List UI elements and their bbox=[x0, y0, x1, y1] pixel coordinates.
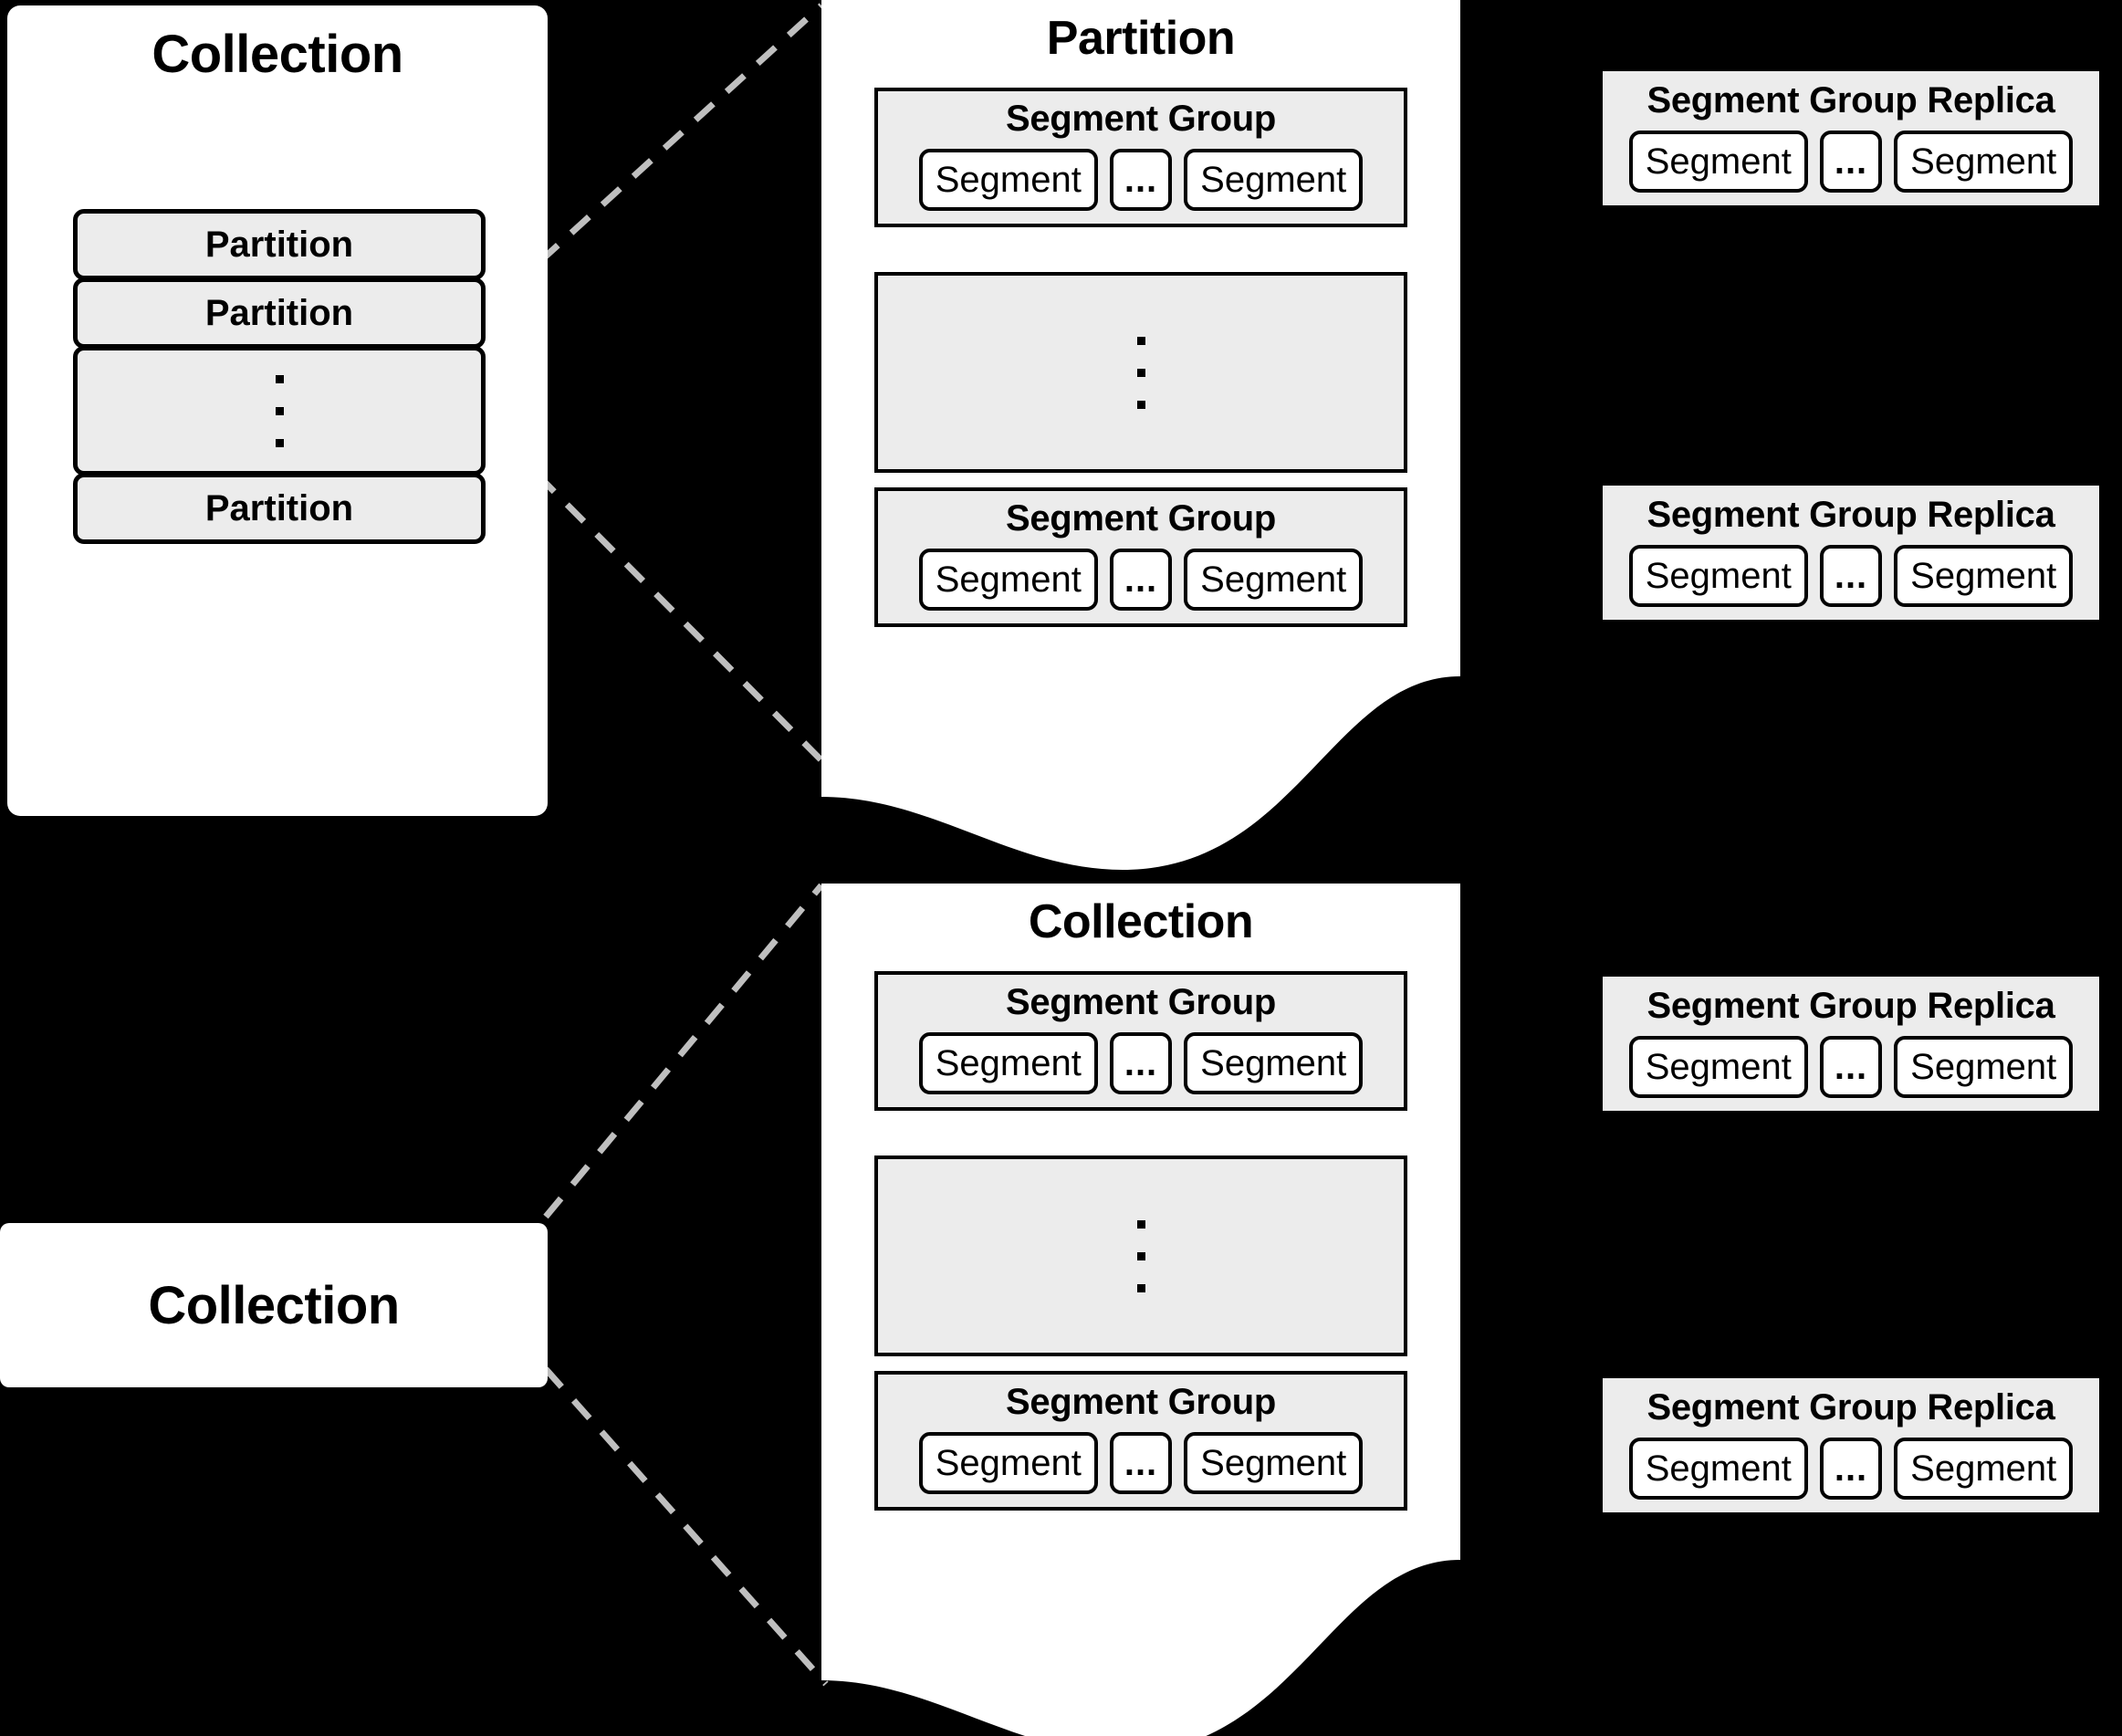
torn-edge-wave bbox=[821, 1543, 1460, 1736]
segment-box[interactable]: Segment bbox=[1184, 549, 1364, 611]
segment-group-replica-title: Segment Group Replica bbox=[1646, 495, 2055, 535]
segment-group-title: Segment Group bbox=[1005, 982, 1277, 1022]
segment-group: Segment Group Segment ... Segment bbox=[874, 971, 1407, 1111]
segment-group: Segment Group Segment ... Segment bbox=[874, 88, 1407, 227]
partition-item[interactable]: Partition bbox=[73, 277, 486, 349]
segment-group-replica-title: Segment Group Replica bbox=[1646, 1387, 2055, 1427]
segment-group-title: Segment Group bbox=[1005, 1382, 1277, 1422]
segment-ellipsis-box: ... bbox=[1819, 545, 1883, 607]
partition-item[interactable]: Partition bbox=[73, 209, 486, 280]
segment-box[interactable]: Segment bbox=[918, 1032, 1098, 1094]
partition-stack: Partition Partition Partition bbox=[73, 209, 486, 544]
partition-detail-panel: Partition Segment Group Segment ... Segm… bbox=[821, 0, 1460, 870]
segment-box[interactable]: Segment bbox=[1184, 1032, 1364, 1094]
segment-group: Segment Group Segment ... Segment bbox=[874, 487, 1407, 627]
segment-box[interactable]: Segment bbox=[1184, 1432, 1364, 1494]
collection-detail-panel: Collection Segment Group Segment ... Seg… bbox=[821, 884, 1460, 1736]
segment-box[interactable]: Segment bbox=[918, 549, 1098, 611]
connector-collection-top bbox=[543, 883, 824, 1219]
partition-item[interactable]: Partition bbox=[73, 473, 486, 544]
segment-group-replica: Segment Group Replica Segment ... Segmen… bbox=[1603, 486, 2099, 620]
segment-row: Segment ... Segment bbox=[878, 1023, 1404, 1107]
segment-row: Segment ... Segment bbox=[1603, 1027, 2099, 1111]
segment-row: Segment ... Segment bbox=[1603, 1428, 2099, 1512]
vertical-ellipsis-icon bbox=[275, 374, 284, 447]
segment-ellipsis-box: ... bbox=[1819, 1438, 1883, 1500]
collection-detail-title: Collection bbox=[1028, 895, 1254, 948]
collection-bottom-title: Collection bbox=[148, 1275, 400, 1335]
segment-ellipsis-box: ... bbox=[1109, 1432, 1173, 1494]
collection-panel-bottom: Collection bbox=[0, 1223, 548, 1387]
torn-edge-wave bbox=[821, 660, 1460, 870]
segment-box[interactable]: Segment bbox=[918, 149, 1098, 211]
segment-box[interactable]: Segment bbox=[1894, 1438, 2074, 1500]
segment-box[interactable]: Segment bbox=[1628, 1036, 1808, 1098]
segment-box[interactable]: Segment bbox=[1628, 131, 1808, 193]
segment-box[interactable]: Segment bbox=[1184, 149, 1364, 211]
vertical-ellipsis-icon bbox=[1136, 336, 1145, 409]
segment-group-title: Segment Group bbox=[1005, 99, 1277, 139]
segment-row: Segment ... Segment bbox=[1603, 536, 2099, 620]
segment-ellipsis-box: ... bbox=[1109, 549, 1173, 611]
segment-box[interactable]: Segment bbox=[1894, 131, 2074, 193]
partition-ellipsis bbox=[73, 346, 486, 476]
segment-row: Segment ... Segment bbox=[878, 539, 1404, 623]
segment-group-ellipsis bbox=[874, 1156, 1407, 1356]
segment-group-replica: Segment Group Replica Segment ... Segmen… bbox=[1603, 1378, 2099, 1512]
segment-ellipsis-box: ... bbox=[1109, 149, 1173, 211]
segment-group-title: Segment Group bbox=[1005, 498, 1277, 539]
collection-panel-top: Collection Partition Partition Partition bbox=[7, 5, 548, 816]
segment-group-ellipsis bbox=[874, 272, 1407, 473]
segment-box[interactable]: Segment bbox=[918, 1432, 1098, 1494]
segment-box[interactable]: Segment bbox=[1628, 545, 1808, 607]
segment-box[interactable]: Segment bbox=[1894, 545, 2074, 607]
partition-detail-title: Partition bbox=[1046, 12, 1236, 65]
segment-box[interactable]: Segment bbox=[1894, 1036, 2074, 1098]
segment-row: Segment ... Segment bbox=[878, 1423, 1404, 1507]
segment-group-replica-title: Segment Group Replica bbox=[1646, 80, 2055, 120]
connector-collection-bottom bbox=[543, 1366, 829, 1687]
segment-ellipsis-box: ... bbox=[1109, 1032, 1173, 1094]
segment-box[interactable]: Segment bbox=[1628, 1438, 1808, 1500]
segment-row: Segment ... Segment bbox=[878, 140, 1404, 224]
vertical-ellipsis-icon bbox=[1136, 1219, 1145, 1292]
segment-group: Segment Group Segment ... Segment bbox=[874, 1371, 1407, 1511]
segment-ellipsis-box: ... bbox=[1819, 1036, 1883, 1098]
segment-group-replica: Segment Group Replica Segment ... Segmen… bbox=[1603, 71, 2099, 205]
segment-group-replica-title: Segment Group Replica bbox=[1646, 986, 2055, 1026]
segment-row: Segment ... Segment bbox=[1603, 121, 2099, 205]
collection-top-title: Collection bbox=[152, 25, 403, 84]
segment-ellipsis-box: ... bbox=[1819, 131, 1883, 193]
segment-group-replica: Segment Group Replica Segment ... Segmen… bbox=[1603, 977, 2099, 1111]
